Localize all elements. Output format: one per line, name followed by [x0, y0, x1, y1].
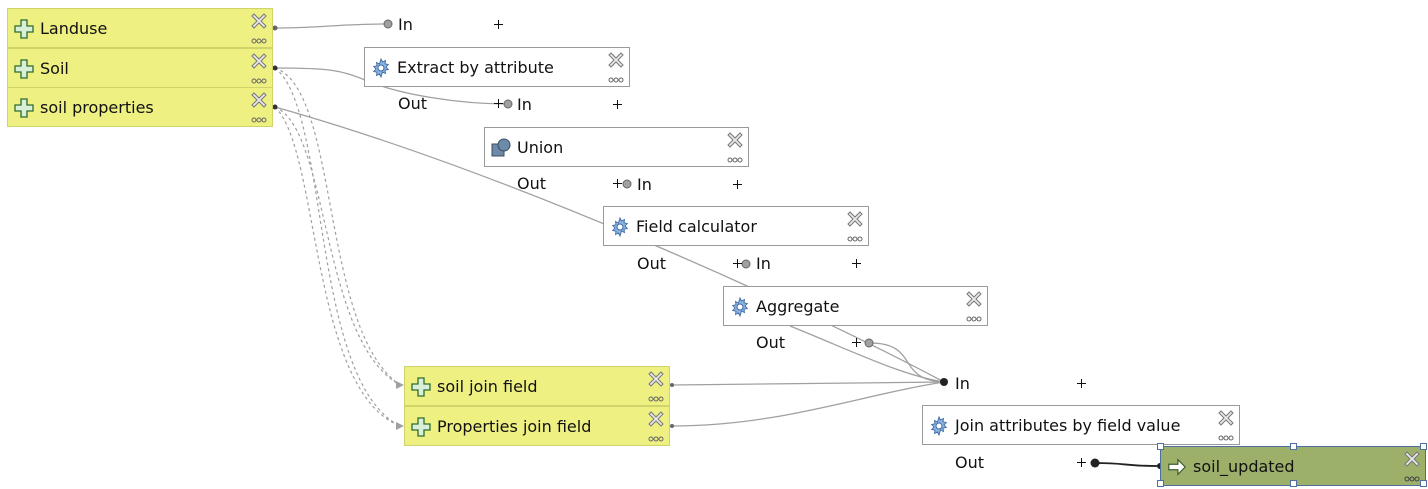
expand-outputs-button[interactable]: [494, 99, 503, 108]
port-out-fieldcalc-label: Out: [637, 254, 667, 273]
more-icon[interactable]: [251, 38, 267, 44]
close-icon[interactable]: [250, 91, 268, 109]
gear-icon: [372, 58, 390, 78]
more-icon[interactable]: [1404, 476, 1420, 482]
wire-props-dep-soiljoin: [274, 106, 401, 386]
more-icon[interactable]: [648, 436, 664, 442]
plus-icon: [411, 377, 431, 397]
algorithm-extract-by-attribute[interactable]: Extract by attribute: [364, 47, 630, 87]
selection-handle[interactable]: [1420, 443, 1427, 450]
port-in-extract-label: In: [517, 95, 532, 114]
arrow-soiljoin: [396, 381, 404, 389]
algorithm-label: Join attributes by field value: [955, 415, 1181, 435]
selection-handle[interactable]: [1157, 443, 1164, 450]
more-icon[interactable]: [251, 78, 267, 84]
expand-outputs-button[interactable]: [733, 259, 742, 268]
output-arrow-icon: [1168, 458, 1187, 476]
port-out-join-label: Out: [955, 453, 985, 472]
close-icon[interactable]: [726, 131, 744, 149]
input-label: Properties join field: [437, 416, 592, 436]
wire-soil-dep-soiljoin: [274, 67, 401, 386]
more-icon[interactable]: [966, 316, 982, 322]
wire-aggregate-out-to-join: [869, 342, 945, 383]
port-in-fieldcalc-label: In: [637, 175, 652, 194]
input-soil-join-field[interactable]: soil join field: [404, 366, 670, 406]
output-soil-updated[interactable]: soil_updated: [1160, 446, 1426, 486]
arrow-propjoin: [396, 422, 404, 430]
wire-landuse-to-union: [274, 23, 387, 29]
close-icon[interactable]: [1403, 450, 1421, 468]
close-icon[interactable]: [250, 12, 268, 30]
selection-handle[interactable]: [1157, 480, 1164, 487]
expand-inputs-button[interactable]: [613, 100, 622, 109]
selection-handle[interactable]: [1290, 443, 1297, 450]
more-icon[interactable]: [608, 77, 624, 83]
close-icon[interactable]: [965, 290, 983, 308]
port-out-aggregate-label: Out: [756, 333, 786, 352]
input-label: Landuse: [40, 18, 108, 38]
input-soil-properties[interactable]: soil properties: [7, 87, 273, 127]
union-icon: [491, 138, 511, 157]
more-icon[interactable]: [251, 117, 267, 123]
wire-soil-dep-propjoin: [274, 67, 401, 427]
gear-icon: [930, 416, 948, 436]
input-label: soil join field: [437, 376, 538, 396]
port-out-union-label: Out: [517, 174, 547, 193]
expand-outputs-button[interactable]: [852, 338, 861, 347]
wire-props-dep-propjoin: [274, 106, 401, 427]
algorithm-union[interactable]: Union: [484, 127, 749, 167]
expand-outputs-button[interactable]: [1077, 458, 1086, 467]
expand-inputs-button[interactable]: [733, 180, 742, 189]
wire-join-to-output: [1093, 462, 1161, 467]
close-icon[interactable]: [647, 410, 665, 428]
expand-inputs-button[interactable]: [852, 259, 861, 268]
expand-outputs-button[interactable]: [613, 179, 622, 188]
close-icon[interactable]: [250, 52, 268, 70]
wire-aggregate-to-join: [789, 325, 945, 383]
expand-inputs-button[interactable]: [494, 20, 503, 29]
wire-soiljoin-to-join: [671, 381, 945, 386]
algorithm-aggregate[interactable]: Aggregate: [723, 286, 988, 326]
selection-handle[interactable]: [1420, 480, 1427, 487]
input-properties-join-field[interactable]: Properties join field: [404, 406, 670, 446]
close-icon[interactable]: [607, 51, 625, 69]
algorithm-label: Union: [517, 137, 564, 157]
more-icon[interactable]: [648, 396, 664, 402]
input-soil[interactable]: Soil: [7, 48, 273, 88]
port-out-extract-label: Out: [398, 94, 428, 113]
algorithm-label: Field calculator: [636, 216, 757, 236]
input-label: Soil: [40, 58, 69, 78]
gear-icon: [731, 297, 749, 317]
algorithm-field-calculator[interactable]: Field calculator: [603, 206, 869, 246]
port-in-join-label: In: [955, 374, 970, 393]
more-icon[interactable]: [847, 236, 863, 242]
input-label: soil properties: [40, 97, 154, 117]
algorithm-label: Extract by attribute: [397, 57, 554, 77]
wire-propjoin-to-join: [671, 381, 945, 427]
close-icon[interactable]: [1217, 409, 1235, 427]
port-in-union-label: In: [398, 15, 413, 34]
close-icon[interactable]: [647, 370, 665, 388]
input-landuse[interactable]: Landuse: [7, 8, 273, 48]
algorithm-label: Aggregate: [756, 296, 840, 316]
more-icon[interactable]: [1218, 435, 1234, 441]
close-icon[interactable]: [846, 210, 864, 228]
selection-handle[interactable]: [1290, 480, 1297, 487]
algorithm-join-attributes[interactable]: Join attributes by field value: [922, 405, 1240, 445]
plus-icon: [14, 19, 34, 39]
plus-icon: [14, 59, 34, 79]
port-in-aggregate-label: In: [756, 254, 771, 273]
expand-inputs-button[interactable]: [1077, 379, 1086, 388]
gear-icon: [611, 217, 629, 237]
plus-icon: [411, 417, 431, 437]
output-label: soil_updated: [1193, 456, 1295, 476]
more-icon[interactable]: [727, 157, 743, 163]
plus-icon: [14, 98, 34, 118]
